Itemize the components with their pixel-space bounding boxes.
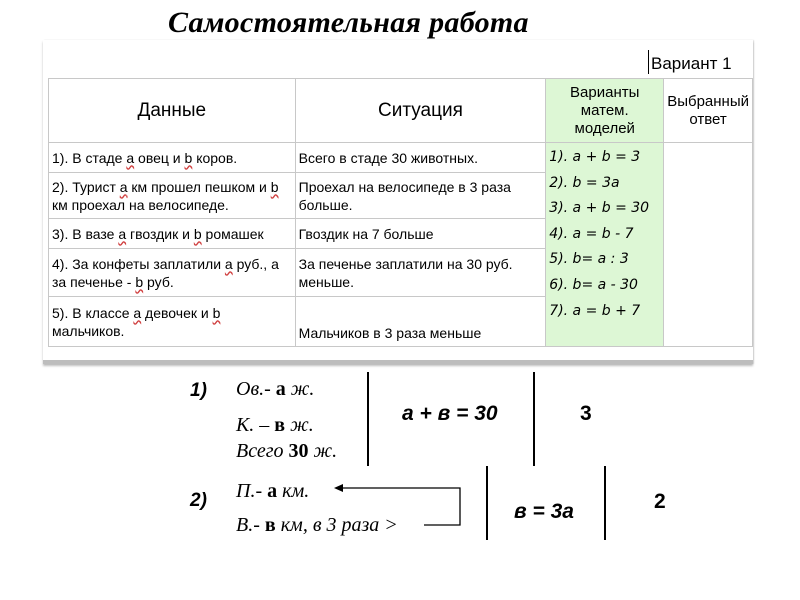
row-2-situation: Проехал на велосипеде в 3 раза больше. xyxy=(294,172,547,219)
table-row: 2). Турист а км прошел пешком и b км про… xyxy=(48,172,753,219)
row-5-data: 5). В классе а девочек и b мальчиков. xyxy=(48,296,296,347)
solution-1-number: 1) xyxy=(190,380,207,401)
divider-line xyxy=(486,466,488,540)
solution-1-result: 3 xyxy=(580,402,592,425)
model-1: 1). а + b = 3 xyxy=(549,149,641,165)
solution-2-result: 2 xyxy=(654,490,666,513)
solution-2-line-1: П.- а км. xyxy=(236,480,310,502)
table-row: 1). В стаде а овец и b коров. Всего в ст… xyxy=(48,142,753,347)
models-cell: 1). а + b = 3 2). b = 3а 3). а + b = 30 … xyxy=(545,142,665,347)
table-header-row: Данные Ситуация Варианты матем. моделей … xyxy=(48,78,753,143)
variant-label: Вариант 1 xyxy=(648,50,732,74)
model-3: 3). а + b = 30 xyxy=(549,200,650,217)
task-table: Данные Ситуация Варианты матем. моделей … xyxy=(48,78,753,347)
solution-2-equation: в = 3а xyxy=(514,500,574,523)
row-5-situation: Мальчиков в 3 раза меньше xyxy=(294,296,547,347)
divider-line xyxy=(604,466,606,540)
header-models: Варианты матем. моделей xyxy=(545,78,665,143)
header-situation: Ситуация xyxy=(294,78,547,143)
table-row: 3). В вазе а гвоздик и b ромашек Гвоздик… xyxy=(48,218,753,249)
header-models-text: Варианты матем. моделей xyxy=(570,83,640,137)
table-screenshot: Вариант 1 Данные Ситуация Варианты матем… xyxy=(43,40,753,364)
solution-2-number: 2) xyxy=(190,490,207,511)
model-7: 7). а = b + 7 xyxy=(549,302,641,319)
solution-1-equation: а + в = 30 xyxy=(402,402,498,425)
solution-1-line-1: Ов.- а ж. xyxy=(236,378,315,400)
row-4-data: 4). За конфеты заплатили а руб., а за пе… xyxy=(48,248,296,297)
header-data: Данные xyxy=(48,78,296,143)
solution-2-line-2: В.- в км, в 3 раза > xyxy=(236,514,398,536)
solution-1-line-3: Всего 30 ж. xyxy=(236,440,338,462)
divider-line xyxy=(533,372,535,466)
model-5: 5). b= а : 3 xyxy=(549,251,629,268)
row-4-situation: За печенье заплатили на 30 руб. меньше. xyxy=(294,248,547,297)
model-2: 2). b = 3а xyxy=(549,174,620,191)
table-row: 4). За конфеты заплатили а руб., а за пе… xyxy=(48,248,753,297)
divider-line xyxy=(367,372,369,466)
table-row: 5). В классе а девочек и b мальчиков. Ма… xyxy=(48,296,753,347)
solution-1-line-2: К. – в ж. xyxy=(236,414,314,436)
model-4: 4). а = b - 7 xyxy=(549,225,634,242)
chosen-answer-cell xyxy=(663,142,753,347)
row-1-situation: Всего в стаде 30 животных. xyxy=(294,142,547,173)
row-2-data: 2). Турист а км прошел пешком и b км про… xyxy=(48,172,296,219)
page-title: Самостоятельная работа xyxy=(168,6,529,39)
model-6: 6). b= а - 30 xyxy=(549,276,638,293)
